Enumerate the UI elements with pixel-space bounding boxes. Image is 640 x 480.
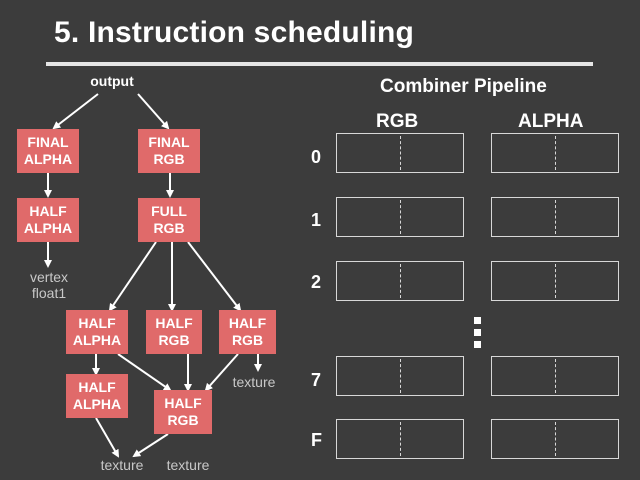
stage-7-alpha-cell (491, 356, 619, 396)
column-header-rgb: RGB (376, 111, 419, 132)
node-final-rgb: FINAL RGB (138, 129, 200, 173)
node-line: RGB (153, 220, 185, 236)
node-line: ALPHA (72, 396, 122, 412)
ellipsis-vertical (474, 317, 486, 353)
arrow-half-rgb-right-to-half-rgb-low (204, 353, 239, 392)
vertex-float1-label: vertex float1 (14, 269, 84, 301)
cell-divider (400, 264, 401, 298)
arrow-half-alpha-low-to-texture (95, 417, 120, 458)
cell-divider (400, 359, 401, 393)
dot (474, 317, 481, 324)
node-half-alpha-top: HALF ALPHA (17, 198, 79, 242)
node-line: HALF (78, 379, 116, 395)
node-line: HALF (78, 315, 116, 331)
node-line: RGB (231, 332, 264, 348)
cell-divider (555, 359, 556, 393)
float1-line: float1 (31, 285, 67, 301)
node-line: FULL (151, 203, 187, 219)
stage-1-alpha-cell (491, 197, 619, 237)
node-line: FINAL (27, 134, 69, 150)
node-line: HALF (164, 395, 202, 411)
arrow-half-rgb-low-to-texture (132, 433, 169, 458)
stage-1-rgb-cell (336, 197, 464, 237)
node-full-rgb: FULL RGB (138, 198, 200, 242)
output-label: output (90, 73, 134, 89)
stage-0-alpha-cell (491, 133, 619, 173)
node-line: RGB (153, 151, 185, 167)
node-half-rgb-low: HALF RGB (154, 390, 212, 434)
node-line: FINAL (148, 134, 190, 150)
stage-label-2: 2 (311, 272, 322, 292)
dot (474, 341, 481, 348)
node-final-alpha: FINAL ALPHA (17, 129, 79, 173)
cell-divider (400, 200, 401, 234)
node-line: ALPHA (23, 151, 73, 167)
cell-divider (555, 200, 556, 234)
texture-label-left: texture (100, 457, 144, 473)
arrow-full-rgb-to-half-alpha-mid (108, 241, 157, 312)
stage-F-alpha-cell (491, 419, 619, 459)
node-half-alpha-mid: HALF ALPHA (66, 310, 128, 354)
stage-7-rgb-cell (336, 356, 464, 396)
stage-F-rgb-cell (336, 419, 464, 459)
node-line: ALPHA (23, 220, 73, 236)
cell-divider (555, 136, 556, 170)
node-half-rgb-right: HALF RGB (219, 310, 276, 354)
stage-0-rgb-cell (336, 133, 464, 173)
cell-divider (555, 264, 556, 298)
node-line: HALF (155, 315, 193, 331)
stage-label-0: 0 (311, 147, 322, 167)
pipeline-title: Combiner Pipeline (380, 76, 547, 97)
texture-label-center: texture (166, 457, 210, 473)
node-half-rgb-mid: HALF RGB (146, 310, 202, 354)
title-underline (46, 62, 593, 66)
node-line: ALPHA (72, 332, 122, 348)
node-line: HALF (29, 203, 67, 219)
stage-2-alpha-cell (491, 261, 619, 301)
texture-label-right: texture (232, 374, 276, 390)
arrow-full-rgb-to-half-rgb-right (187, 241, 242, 312)
arrow-output-to-final-alpha (52, 93, 99, 130)
stage-2-rgb-cell (336, 261, 464, 301)
arrow-output-to-final-rgb (137, 93, 170, 130)
slide-title: 5. Instruction scheduling (54, 16, 415, 49)
cell-divider (400, 136, 401, 170)
stage-label-7: 7 (311, 370, 322, 390)
vertex-line: vertex (29, 269, 69, 285)
node-line: RGB (167, 412, 199, 428)
cell-divider (400, 422, 401, 456)
dot (474, 329, 481, 336)
stage-label-F: F (311, 430, 322, 450)
node-line: RGB (158, 332, 190, 348)
cell-divider (555, 422, 556, 456)
node-line: HALF (228, 315, 267, 331)
column-header-alpha: ALPHA (518, 111, 584, 132)
node-half-alpha-low: HALF ALPHA (66, 374, 128, 418)
stage-label-1: 1 (311, 210, 322, 230)
arrow-half-alpha-mid-to-half-rgb-low (117, 353, 172, 392)
